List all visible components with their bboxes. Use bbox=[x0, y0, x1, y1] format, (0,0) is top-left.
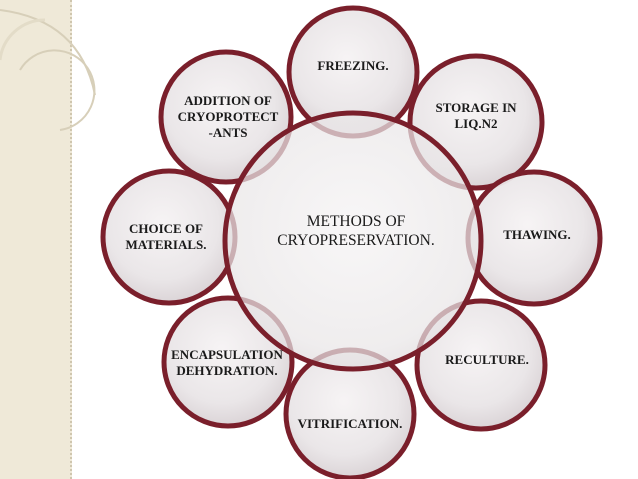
node-label-storage-in-liq-n2: STORAGE IN LIQ.N2 bbox=[435, 100, 517, 131]
center-label-methods-of-cryopreservation: METHODS OF CRYOPRESERVATION. bbox=[277, 213, 435, 249]
node-label-reculture: RECULTURE. bbox=[445, 352, 529, 367]
node-label-choice-of-materials: CHOICE OF MATERIALS. bbox=[125, 221, 207, 252]
node-label-addition-of-cryoprotectants: ADDITION OF CRYOPROTECT -ANTS bbox=[177, 93, 279, 140]
decorative-side-strip bbox=[0, 0, 72, 479]
node-circle-addition bbox=[158, 49, 294, 185]
center-circle bbox=[222, 110, 484, 372]
node-label-thawing: THAWING. bbox=[503, 227, 571, 242]
node-label-vitrification: VITRIFICATION. bbox=[297, 416, 403, 431]
node-label-encapsulation-dehydration: ENCAPSULATION DEHYDRATION. bbox=[171, 347, 283, 378]
decorative-curves bbox=[0, 9, 96, 131]
node-circle-reculture bbox=[414, 298, 548, 432]
node-label-freezing: FREEZING. bbox=[317, 58, 389, 73]
